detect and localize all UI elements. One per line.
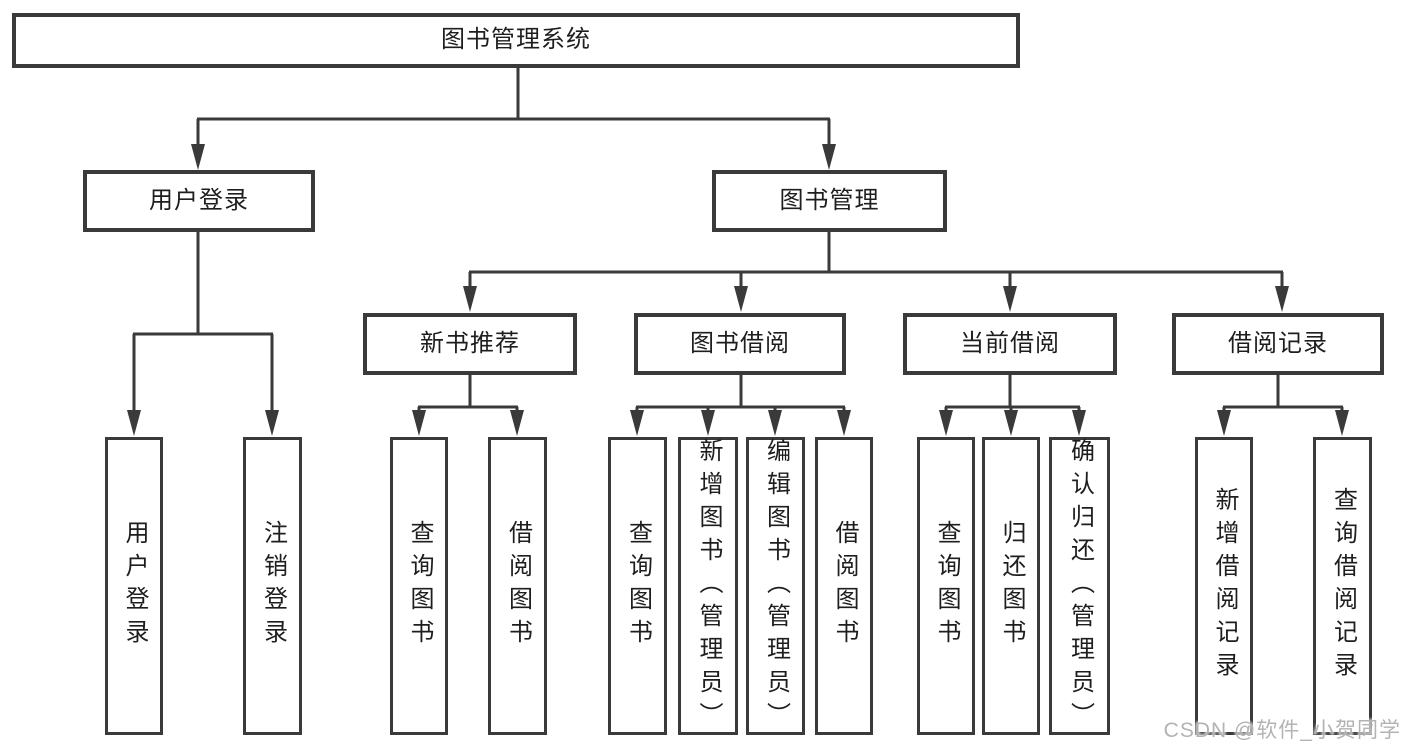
node-library-system-root: 图书管理系统 xyxy=(12,13,1020,68)
csdn-watermark: CSDN @软件_小贺同学 xyxy=(1163,719,1401,742)
node-label: 查询图书 xyxy=(624,520,652,652)
node-label: 确认归还（管理员） xyxy=(1066,437,1094,735)
node-label: 编辑图书（管理员） xyxy=(762,437,790,735)
node-leaf-return-book: 归还图书 xyxy=(982,437,1040,735)
node-label: 归还图书 xyxy=(998,520,1025,652)
node-leaf-query-book-2: 查询图书 xyxy=(608,437,667,735)
node-leaf-add-book-admin: 新增图书（管理员） xyxy=(678,437,738,735)
node-label: 查询图书 xyxy=(933,520,960,652)
node-label: 查询图书 xyxy=(406,520,433,652)
node-label: 新书推荐 xyxy=(420,329,520,357)
node-label: 图书管理系统 xyxy=(441,26,591,54)
node-label: 用户登录 xyxy=(121,520,148,652)
node-leaf-logout: 注销登录 xyxy=(243,437,302,735)
node-leaf-confirm-return-admin: 确认归还（管理员） xyxy=(1049,437,1110,735)
node-leaf-query-book-3: 查询图书 xyxy=(917,437,975,735)
node-new-book-recommend: 新书推荐 xyxy=(363,313,577,375)
node-book-management-module: 图书管理 xyxy=(712,170,947,232)
node-leaf-borrow-book-1: 借阅图书 xyxy=(488,437,547,735)
node-label: 借阅图书 xyxy=(831,520,858,652)
node-label: 当前借阅 xyxy=(960,329,1060,357)
node-leaf-add-borrow-record: 新增借阅记录 xyxy=(1195,437,1253,735)
node-book-borrow: 图书借阅 xyxy=(634,313,846,375)
node-label: 新增图书（管理员） xyxy=(695,437,722,735)
node-borrow-records: 借阅记录 xyxy=(1172,313,1384,375)
node-label: 注销登录 xyxy=(259,520,287,652)
node-leaf-query-borrow-record: 查询借阅记录 xyxy=(1313,437,1372,735)
node-leaf-user-login: 用户登录 xyxy=(105,437,163,735)
node-user-login-module: 用户登录 xyxy=(83,170,315,232)
node-leaf-borrow-book-2: 借阅图书 xyxy=(815,437,873,735)
node-label: 借阅记录 xyxy=(1228,329,1328,357)
node-leaf-query-book-1: 查询图书 xyxy=(390,437,448,735)
node-label: 查询借阅记录 xyxy=(1329,487,1357,685)
node-current-borrow: 当前借阅 xyxy=(903,313,1117,375)
node-label: 借阅图书 xyxy=(504,520,532,652)
node-label: 图书管理 xyxy=(779,186,880,214)
node-label: 用户登录 xyxy=(149,186,249,214)
node-leaf-edit-book-admin: 编辑图书（管理员） xyxy=(746,437,805,735)
node-label: 图书借阅 xyxy=(690,329,790,357)
node-label: 新增借阅记录 xyxy=(1211,487,1238,685)
